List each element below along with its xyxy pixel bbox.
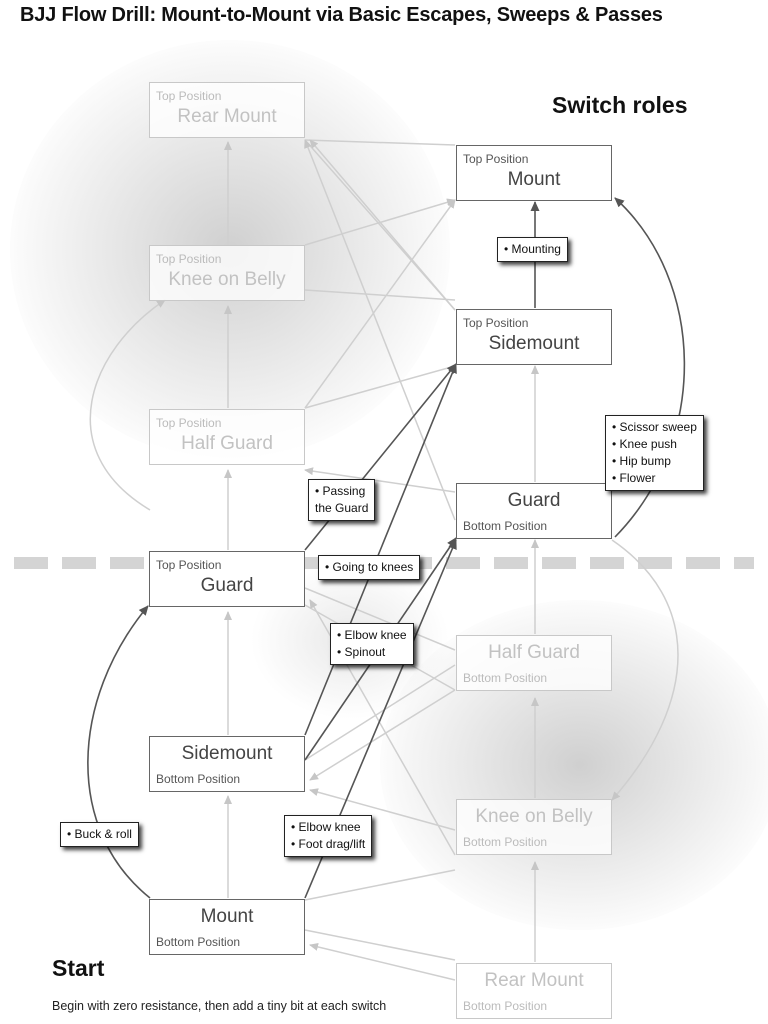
node-bottom-knee-on-belly: Knee on Belly Bottom Position <box>456 799 612 855</box>
node-name: Sidemount <box>488 333 580 354</box>
node-name: Half Guard <box>181 433 273 454</box>
node-role: Bottom Position <box>463 671 548 685</box>
technique-going-to-knees: Going to knees <box>318 555 421 580</box>
technique-mounting: Mounting <box>497 237 568 262</box>
technique-item: Elbow knee <box>291 819 365 836</box>
technique-item: Hip bump <box>612 453 697 470</box>
technique-buck-roll: Buck & roll <box>60 822 139 847</box>
node-role: Bottom Position <box>156 772 241 786</box>
node-name: Guard <box>200 575 254 596</box>
node-bottom-sidemount: Sidemount Bottom Position <box>149 736 305 792</box>
node-name: Knee on Belly <box>475 806 593 827</box>
node-name: Mount <box>200 906 254 927</box>
node-role: Bottom Position <box>463 999 548 1013</box>
node-name: Guard <box>507 490 561 511</box>
node-name: Half Guard <box>488 642 580 663</box>
node-role: Top Position <box>463 316 529 330</box>
node-role: Top Position <box>156 252 222 266</box>
technique-item: Flower <box>612 470 697 487</box>
technique-elbow-foot-drag: Elbow knee Foot drag/lift <box>284 815 373 857</box>
node-top-rear-mount: Top Position Rear Mount <box>149 82 305 138</box>
technique-passing-guard: Passing the Guard <box>308 479 376 521</box>
faded-connectors <box>89 139 679 981</box>
node-role: Bottom Position <box>463 519 548 533</box>
node-name: Rear Mount <box>484 970 584 991</box>
active-connectors <box>87 197 686 899</box>
node-bottom-mount: Mount Bottom Position <box>149 899 305 955</box>
node-role: Top Position <box>156 416 222 430</box>
technique-item: Buck & roll <box>67 826 132 843</box>
node-role: Bottom Position <box>463 835 548 849</box>
node-name: Knee on Belly <box>168 269 286 290</box>
node-name: Rear Mount <box>177 106 277 127</box>
technique-item: Going to knees <box>325 559 414 576</box>
node-top-half-guard: Top Position Half Guard <box>149 409 305 465</box>
node-name: Mount <box>507 169 561 190</box>
start-note: Begin with zero resistance, then add a t… <box>52 999 387 1013</box>
node-name: Sidemount <box>181 743 273 764</box>
node-bottom-guard: Guard Bottom Position <box>456 483 612 539</box>
technique-item: Spinout <box>337 644 407 661</box>
technique-item: Elbow knee <box>337 627 407 644</box>
technique-item: Mounting <box>504 241 561 258</box>
switch-roles-label: Switch roles <box>552 92 688 118</box>
node-role: Bottom Position <box>156 935 241 949</box>
technique-item-continued: the Guard <box>315 501 369 515</box>
technique-item: Knee push <box>612 436 697 453</box>
technique-elbow-spinout: Elbow knee Spinout <box>330 623 414 665</box>
node-bottom-rear-mount: Rear Mount Bottom Position <box>456 963 612 1019</box>
technique-item: Passing <box>315 483 368 500</box>
node-role: Top Position <box>463 152 529 166</box>
node-top-guard: Top Position Guard <box>149 551 305 607</box>
node-top-knee-on-belly: Top Position Knee on Belly <box>149 245 305 301</box>
node-bottom-half-guard: Half Guard Bottom Position <box>456 635 612 691</box>
diagram-title: BJJ Flow Drill: Mount-to-Mount via Basic… <box>20 4 663 26</box>
technique-item: Scissor sweep <box>612 419 697 436</box>
technique-item: Foot drag/lift <box>291 836 366 853</box>
node-top-mount: Top Position Mount <box>456 145 612 201</box>
node-top-sidemount: Top Position Sidemount <box>456 309 612 365</box>
start-heading: Start <box>52 955 105 981</box>
node-role: Top Position <box>156 89 222 103</box>
node-role: Top Position <box>156 558 222 572</box>
technique-sweeps: Scissor sweep Knee push Hip bump Flower <box>605 415 704 491</box>
